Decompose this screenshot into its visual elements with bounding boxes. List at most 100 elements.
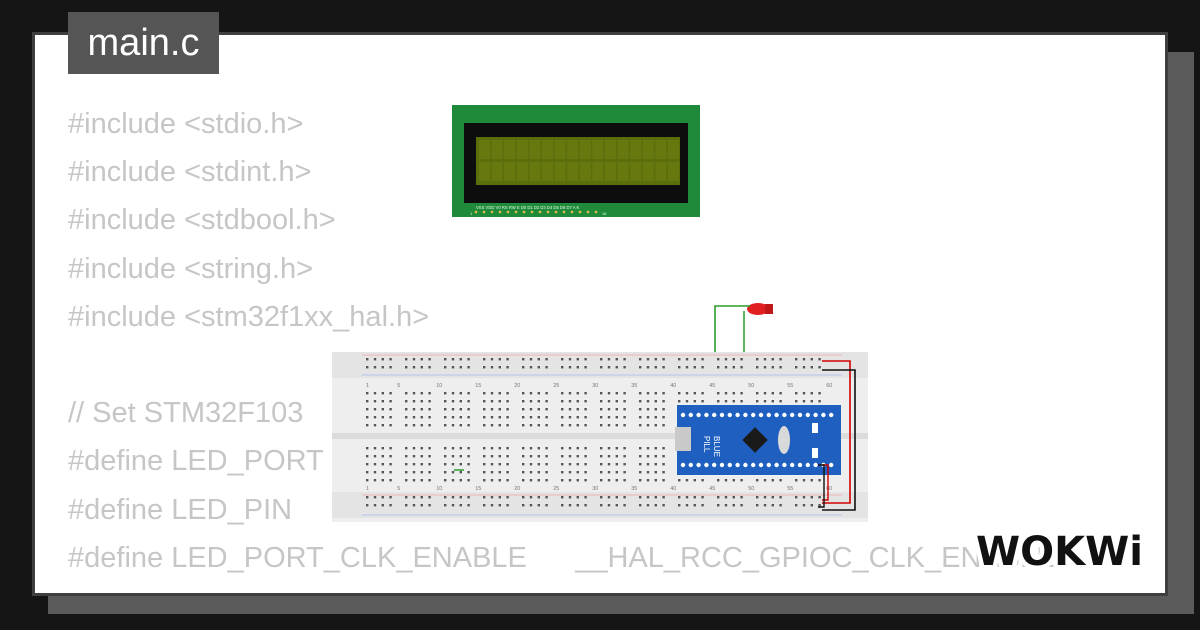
breadboard-hole	[483, 366, 486, 369]
breadboard-hole	[561, 416, 564, 419]
breadboard-hole	[701, 496, 704, 499]
breadboard-hole	[381, 447, 384, 450]
code-preview: #include <stdio.h> #include <stdint.h> #…	[68, 100, 1056, 582]
breadboard-hole	[662, 463, 665, 466]
breadboard-hole	[639, 408, 642, 411]
breadboard-hole	[685, 392, 689, 395]
breadboard-hole	[561, 504, 564, 507]
breadboard-hole	[506, 424, 509, 427]
breadboard-hole	[522, 455, 525, 458]
breadboard-hole	[366, 496, 369, 499]
breadboard-hole	[420, 366, 423, 369]
crystal	[778, 426, 790, 454]
breadboard-hole	[615, 400, 618, 403]
breadboard-hole	[607, 455, 611, 458]
breadboard-hole	[662, 424, 665, 427]
file-tab[interactable]: main.c	[68, 12, 219, 74]
breadboard-hole	[662, 471, 665, 474]
breadboard-hole	[529, 455, 533, 458]
breadboard-hole	[615, 479, 618, 482]
breadboard-hole	[623, 471, 626, 474]
breadboard-hole	[428, 463, 431, 466]
breadboard-hole	[389, 400, 392, 403]
breadboard-hole	[810, 366, 813, 369]
blue-pill-pin-top	[758, 412, 764, 418]
lcd-pin	[586, 210, 590, 214]
wokwi-logo[interactable]: WOKWi WOKWi	[976, 525, 1154, 577]
breadboard-hole	[522, 504, 525, 507]
breadboard-hole	[529, 447, 533, 450]
breadboard-hole	[607, 416, 611, 419]
breadboard-hole	[802, 504, 806, 507]
lcd-16x2-display[interactable]: VSS VDD V0 RS RW E D0 D1 D2 D3 D4 D5 D6 …	[452, 105, 700, 217]
lcd-cell	[605, 140, 616, 159]
breadboard-hole	[451, 392, 455, 395]
breadboard-hole	[646, 400, 650, 403]
breadboard-hole	[584, 416, 587, 419]
breadboard-hole	[467, 479, 470, 482]
breadboard-hole	[717, 504, 720, 507]
breadboard-column-number-top: 35	[631, 383, 637, 389]
breadboard-hole	[420, 416, 423, 419]
breadboard-hole	[490, 455, 494, 458]
breadboard-hole	[615, 358, 618, 361]
lcd-pin	[554, 210, 558, 214]
lcd-cell	[630, 140, 642, 159]
breadboard-hole	[701, 392, 704, 395]
breadboard-hole	[451, 479, 455, 482]
breadboard-hole	[662, 366, 665, 369]
breadboard-hole	[373, 496, 377, 499]
breadboard-hole	[366, 479, 369, 482]
breadboard-hole	[685, 479, 689, 482]
breadboard-hole	[459, 400, 462, 403]
breadboard-hole	[576, 366, 579, 369]
wire-red-power[interactable]	[822, 360, 851, 504]
breadboard-hole	[654, 366, 657, 369]
lcd-cell	[642, 162, 654, 181]
breadboard-hole	[420, 455, 423, 458]
blue-pill-pin-top	[797, 412, 803, 418]
breadboard-hole	[740, 392, 743, 395]
breadboard-hole	[724, 496, 728, 499]
breadboard-hole	[724, 358, 728, 361]
breadboard-hole	[818, 366, 821, 369]
lcd-pin	[482, 210, 486, 214]
blue-pill-pin-top	[813, 412, 818, 418]
breadboard-hole	[732, 504, 735, 507]
breadboard-hole	[802, 496, 806, 499]
blue-pill-board[interactable]: BLUE PILL	[675, 405, 841, 475]
breadboard-hole	[771, 479, 774, 482]
lcd-pin	[578, 210, 582, 214]
lcd-pin	[570, 210, 574, 214]
breadboard-column-number-bottom: 25	[553, 486, 559, 492]
blue-pill-pin-bottom	[805, 462, 810, 468]
breadboard-hole	[412, 504, 416, 507]
breadboard-hole	[545, 455, 548, 458]
breadboard-hole	[810, 358, 813, 361]
breadboard-hole	[537, 358, 540, 361]
breadboard-hole	[639, 366, 642, 369]
breadboard-hole	[607, 400, 611, 403]
breadboard-hole	[483, 408, 486, 411]
breadboard-hole	[802, 358, 806, 361]
lcd-pin	[474, 210, 478, 214]
breadboard-hole	[498, 358, 501, 361]
breadboard-hole	[381, 416, 384, 419]
lcd-cell	[554, 140, 566, 159]
breadboard-hole	[405, 392, 408, 395]
breadboard-hole	[529, 471, 533, 474]
breadboard-hole	[412, 471, 416, 474]
wire-red-board[interactable]	[822, 464, 829, 501]
breadboard-hole	[451, 408, 455, 411]
breadboard-column-number-top: 45	[709, 383, 715, 389]
breadboard-column-number-bottom: 15	[475, 486, 481, 492]
breadboard-hole	[412, 366, 416, 369]
lcd-cell	[605, 162, 616, 181]
wire-black-board[interactable]	[818, 464, 825, 508]
breadboard-hole	[724, 504, 728, 507]
breadboard-hole	[381, 424, 384, 427]
breadboard-hole	[428, 400, 431, 403]
wire-black-ground[interactable]	[822, 369, 856, 511]
breadboard-hole	[740, 496, 743, 499]
breadboard-hole	[639, 358, 642, 361]
